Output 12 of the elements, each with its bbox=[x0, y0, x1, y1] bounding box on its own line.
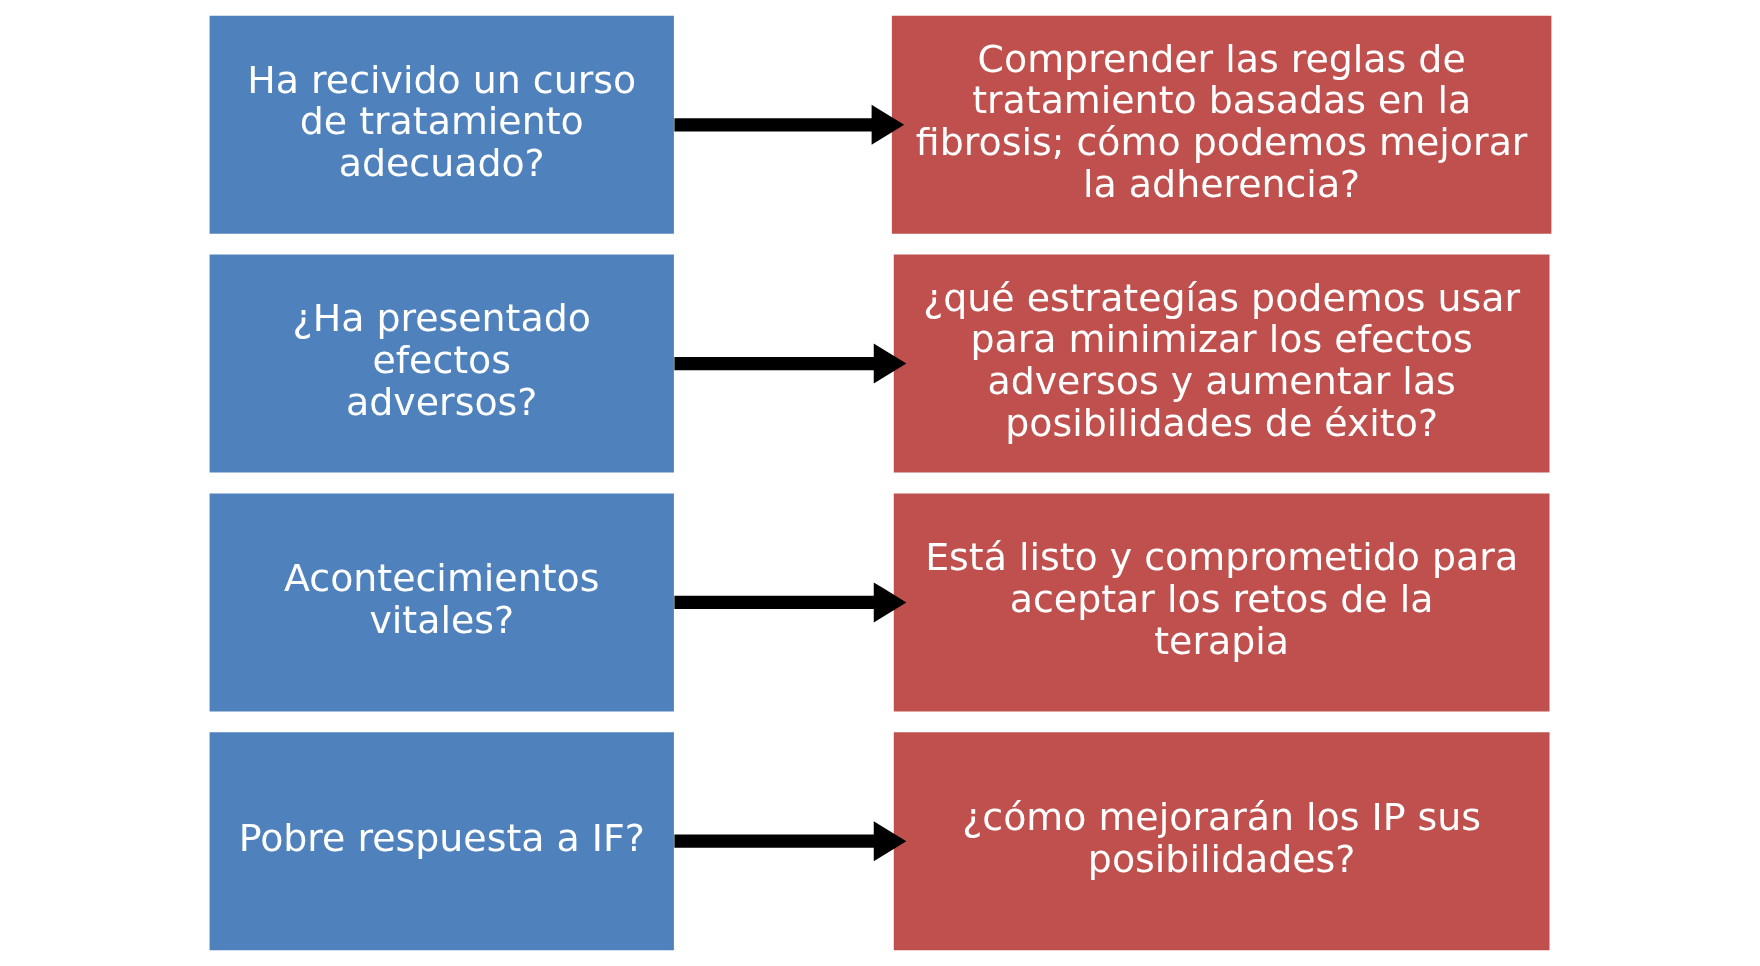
node-box: Pobre respuesta a IF? bbox=[209, 732, 674, 951]
node-box: Acontecimientos vitales? bbox=[209, 493, 674, 712]
node-box: ¿qué estrategías podemos usar para minimizar los efectos adversos y aumentar las posibilidades de éxito? bbox=[893, 254, 1549, 473]
node-box: ¿cómo mejorarán los IP sus posibilidades? bbox=[893, 732, 1549, 951]
arrow bbox=[673, 582, 906, 623]
node-box: Está listo y comprometido para aceptar los retos de la terapia bbox=[893, 493, 1549, 712]
node-box: Comprender las reglas de tratamiento basadas en la fibrosis; cómo podemos mejorar la adherencia? bbox=[891, 15, 1551, 234]
node-box: ¿Ha presentado efectos adversos? bbox=[209, 254, 674, 473]
arrow bbox=[673, 343, 906, 384]
arrow bbox=[673, 104, 904, 145]
arrow bbox=[673, 821, 906, 862]
node-box: Ha recivido un curso de tratamiento adecuado? bbox=[209, 15, 674, 234]
